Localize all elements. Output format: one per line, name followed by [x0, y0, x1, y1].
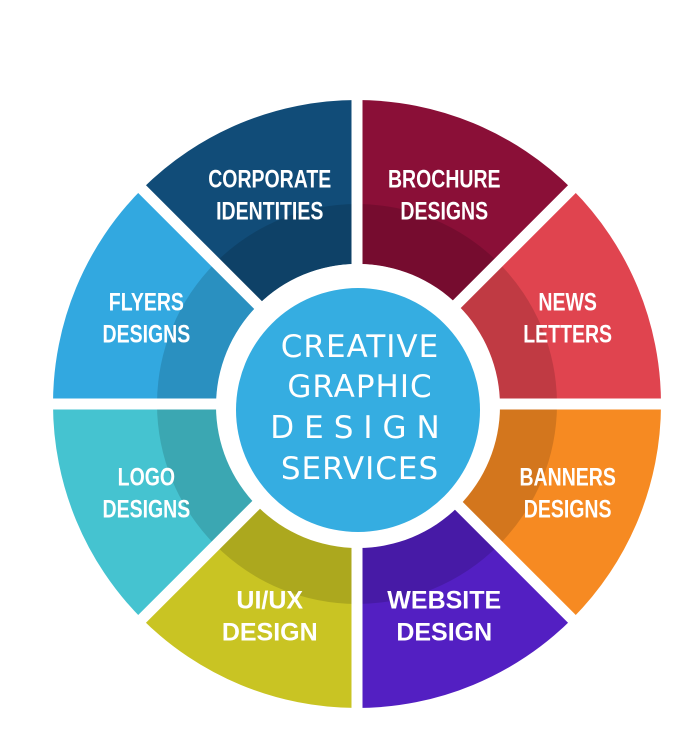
segment-label-news-letters-line-1: NEWS	[538, 288, 597, 316]
segment-shape	[357, 502, 572, 708]
segment-label-website-design-line-1: WEBSITE	[387, 587, 501, 615]
segment-label-logo-designs-line-2: DESIGNS	[102, 495, 190, 523]
center-circle	[236, 288, 480, 532]
segment-label-corporate-identities-line-2: IDENTITIES	[216, 197, 323, 225]
center-title-line-1: CREATIVE	[281, 329, 439, 365]
center-title-line-2: GRAPHIC	[287, 369, 432, 405]
segment-inner-band	[157, 262, 259, 404]
center-title-line-3: DESIGN	[270, 410, 450, 446]
segment-label-logo-designs-line-1: LOGO	[118, 463, 175, 491]
segment-label-banners-designs-line-2: DESIGNS	[524, 495, 612, 523]
segment-shape	[53, 189, 259, 404]
segment-label-website-design-line-2: DESIGN	[396, 619, 492, 647]
segment-shape	[357, 100, 572, 306]
segment-shape	[142, 502, 357, 708]
segment-banners-designs	[455, 404, 661, 619]
segment-label-brochure-designs-line-2: DESIGNS	[400, 197, 488, 225]
segment-inner-band	[455, 404, 557, 546]
segment-shape	[455, 189, 661, 404]
segment-inner-band	[215, 204, 357, 306]
segment-inner-band	[157, 404, 259, 546]
segment-shape	[53, 404, 259, 619]
segment-inner-band	[455, 262, 557, 404]
segment-brochure-designs	[357, 100, 572, 306]
segment-shape	[142, 100, 357, 306]
segment-inner-band	[357, 502, 499, 604]
segment-shape	[455, 404, 661, 619]
segment-label-news-letters-line-2: LETTERS	[523, 320, 612, 348]
segment-corporate-identities	[142, 100, 357, 306]
segment-uiux-design	[142, 502, 357, 708]
segment-inner-band	[357, 204, 499, 306]
segment-label-uiux-design-line-1: UI/UX	[236, 587, 303, 615]
segment-news-letters	[455, 189, 661, 404]
segment-inner-band	[215, 502, 357, 604]
segment-flyers-designs	[53, 189, 259, 404]
segment-label-uiux-design-line-2: DESIGN	[222, 619, 318, 647]
center-title-line-4: SERVICES	[281, 451, 439, 487]
segment-label-flyers-designs-line-2: DESIGNS	[102, 320, 190, 348]
segment-website-design	[357, 502, 572, 708]
segment-label-corporate-identities-line-1: CORPORATE	[208, 165, 331, 193]
segment-label-flyers-designs-line-1: FLYERS	[109, 288, 184, 316]
segment-label-brochure-designs-line-1: BROCHURE	[388, 165, 501, 193]
segment-logo-designs	[53, 404, 259, 619]
segment-label-banners-designs-line-1: BANNERS	[519, 463, 615, 491]
